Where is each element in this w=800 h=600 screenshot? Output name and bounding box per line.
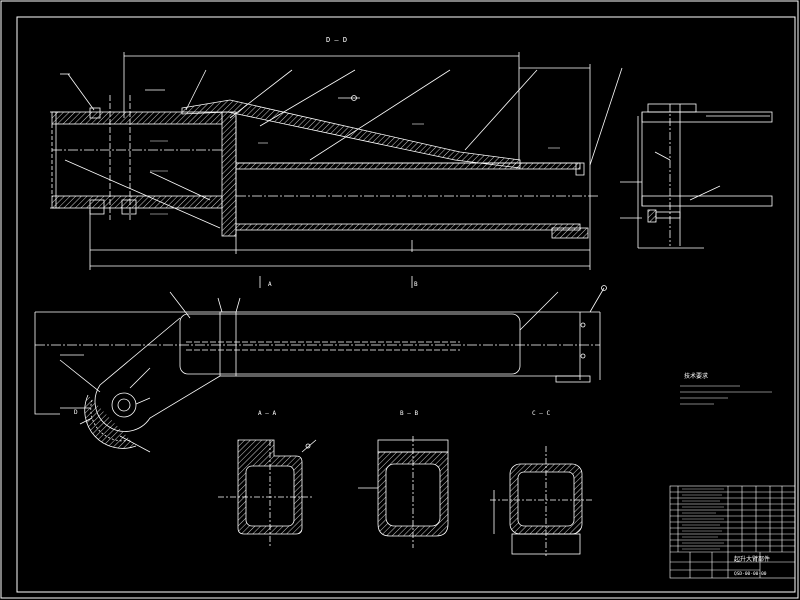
notes-heading: 技术要求 <box>684 372 708 380</box>
section-mark-a: A <box>268 281 272 288</box>
section-b-b: B — B <box>358 410 449 548</box>
title-block <box>669 485 796 579</box>
section-c-c: C — C <box>490 410 592 556</box>
inner-frame <box>16 16 796 593</box>
section-mark-b: B <box>414 281 418 288</box>
view-title-d-d: D — D <box>326 36 347 44</box>
section-title-a: A — A <box>258 410 276 417</box>
title-block-drawing-name: 起升大臂部件 <box>734 555 770 563</box>
side-view <box>620 103 773 249</box>
section-a-a: A — A <box>218 410 317 548</box>
title-block-drawing-code: QSD-00-00-00 <box>734 571 767 577</box>
technical-notes: 技术要求 <box>680 372 772 405</box>
plan-view: D <box>34 285 607 453</box>
main-view-d-d: D — D <box>50 36 623 288</box>
section-title-c: C — C <box>532 410 550 417</box>
section-title-b: B — B <box>400 410 418 417</box>
section-mark-d: D <box>74 409 78 416</box>
